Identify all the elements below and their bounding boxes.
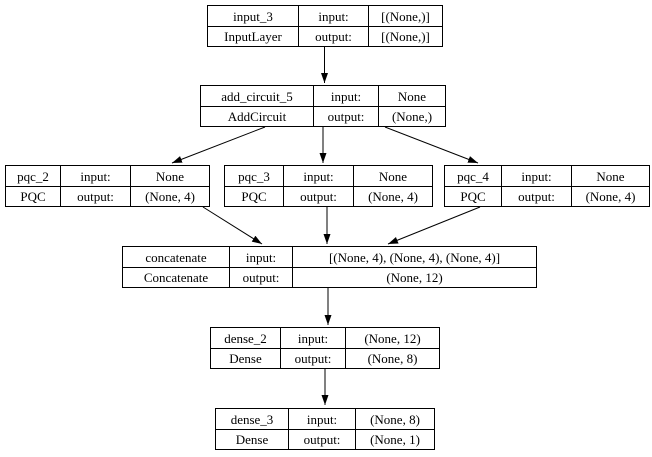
- output-label: output:: [298, 26, 368, 46]
- output-shape: (None, 8): [345, 348, 439, 368]
- output-shape: (None, 4): [571, 186, 649, 206]
- input-shape: None: [571, 166, 649, 186]
- layer-type: PQC: [225, 186, 283, 206]
- output-shape: (None, 1): [355, 429, 434, 449]
- layer-name: concatenate: [145, 249, 207, 265]
- edge-addcircuit5-pqc2: [171, 126, 266, 164]
- layer-type: PQC: [445, 186, 501, 206]
- input-shape: None: [353, 166, 432, 186]
- output-label: output:: [280, 348, 345, 368]
- input-label: input:: [229, 247, 292, 267]
- node-pqc_3: pqc_3 input: None PQC output: (None, 4): [224, 165, 433, 207]
- input-label: input:: [280, 328, 345, 348]
- edge-addcircuit5-pqc4: [384, 126, 479, 164]
- output-shape: (None,): [378, 106, 445, 126]
- edge-pqc2-concatenate: [202, 206, 263, 245]
- layer-name: add_circuit_5: [221, 88, 293, 104]
- output-label: output:: [283, 186, 353, 206]
- input-shape: None: [378, 86, 445, 106]
- output-label: output:: [229, 267, 292, 287]
- layer-type: Dense: [216, 429, 288, 449]
- output-shape: (None, 4): [353, 186, 432, 206]
- output-label: output:: [288, 429, 355, 449]
- input-label: input:: [313, 86, 378, 106]
- output-label: output:: [60, 186, 130, 206]
- output-label: output:: [313, 106, 378, 126]
- node-dense_3: dense_3 input: (None, 8) Dense output: (…: [215, 408, 435, 450]
- input-label: input:: [501, 166, 571, 186]
- layer-type: Concatenate: [123, 267, 229, 287]
- layer-name: dense_3: [230, 411, 274, 427]
- layer-name: input_3: [233, 8, 273, 24]
- input-label: input:: [298, 6, 368, 26]
- output-shape: [(None,)]: [368, 26, 442, 46]
- input-label: input:: [60, 166, 130, 186]
- input-shape: (None, 12): [345, 328, 439, 348]
- input-label: input:: [288, 409, 355, 429]
- input-label: input:: [283, 166, 353, 186]
- layer-type: PQC: [6, 186, 60, 206]
- output-label: output:: [501, 186, 571, 206]
- node-concatenate: concatenate input: [(None, 4), (None, 4)…: [122, 246, 537, 288]
- node-dense_2: dense_2 input: (None, 12) Dense output: …: [210, 327, 440, 369]
- layer-type: InputLayer: [208, 26, 298, 46]
- layer-name: pqc_3: [238, 168, 270, 184]
- node-pqc_4: pqc_4 input: None PQC output: (None, 4): [444, 165, 650, 207]
- node-add_circuit_5: add_circuit_5 input: None AddCircuit out…: [200, 85, 446, 127]
- output-shape: (None, 12): [292, 267, 536, 287]
- node-input_3: input_3 input: [(None,)] InputLayer outp…: [207, 5, 443, 47]
- layer-type: AddCircuit: [201, 106, 313, 126]
- output-shape: (None, 4): [130, 186, 209, 206]
- layer-name: pqc_4: [457, 168, 489, 184]
- input-shape: [(None, 4), (None, 4), (None, 4)]: [292, 247, 536, 267]
- layer-type: Dense: [211, 348, 280, 368]
- layer-name: pqc_2: [17, 168, 49, 184]
- layer-name: dense_2: [224, 330, 267, 346]
- edge-pqc4-concatenate: [387, 206, 481, 245]
- input-shape: None: [130, 166, 209, 186]
- input-shape: (None, 8): [355, 409, 434, 429]
- input-shape: [(None,)]: [368, 6, 442, 26]
- node-pqc_2: pqc_2 input: None PQC output: (None, 4): [5, 165, 210, 207]
